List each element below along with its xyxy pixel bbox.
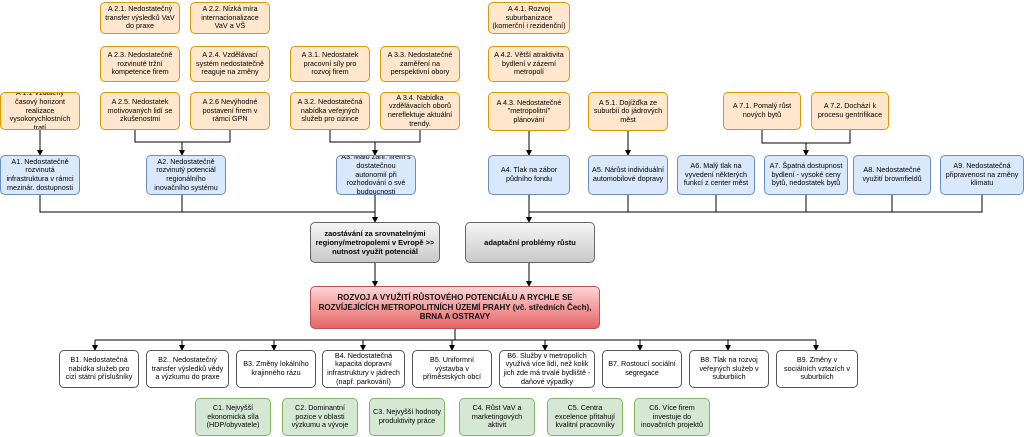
a24-box: A 2.4. Vzdělávací systém nedostatečně re… — [190, 46, 270, 82]
a72-text: A 7.2. Dochází k procesu gentrifikace — [817, 101, 883, 119]
b9-text: B9. Změny v sociálních vztazích v suburb… — [784, 355, 850, 382]
a3-box: A3. Málo zahr. firem s dostatečnou auton… — [336, 155, 416, 195]
c3-text: C3. Nejvyšší hodnoty produktivity práce — [373, 407, 441, 425]
a26-text: A 2.6 Nevýhodné postavení firem v rámci … — [202, 97, 258, 124]
a6-text: A6. Malý tlak na vyvedení některých funk… — [683, 161, 749, 188]
a11-box: A 1.1 Vzdálený časový horizont realizace… — [0, 92, 80, 130]
a43-box: A 4.3. Nedostatečné "metropolitní" pláno… — [488, 92, 570, 131]
a51-box: A 5.1. Dojížďka ze suburbií do jádrových… — [588, 92, 668, 131]
a71-box: A 7.1. Pomalý růst nových bytů — [723, 92, 801, 130]
c6-text: C6. Více firem investuje do inovačních p… — [641, 403, 703, 430]
line-a32-a34 — [329, 130, 421, 143]
a71-text: A 7.1. Pomalý růst nových bytů — [732, 101, 792, 119]
a21-text: A 2.1. Nedostatečný transfer výsledků Va… — [105, 4, 175, 31]
b2-text: B2.. Nedostatečný transfer výsledků vědy… — [151, 355, 224, 382]
a1-text: A1. Nedostatečně rozvinutá infrastruktur… — [6, 156, 74, 192]
c6-box: C6. Více firem investuje do inovačních p… — [634, 398, 710, 436]
b7-text: B7. Rostoucí sociální segregace — [608, 359, 676, 377]
b3-text: B3. Změny lokálního krajinného rázu — [243, 359, 309, 377]
b8-box: B8. Tlak na rozvoj veřejných služeb v su… — [689, 350, 769, 388]
a25-text: A 2.5. Nedostatek motivovaných lidí se z… — [107, 97, 173, 124]
b3-box: B3. Změny lokálního krajinného rázu — [236, 350, 316, 388]
a5-box: A5. Nárůst individuální automobilové dop… — [588, 155, 668, 195]
a34-box: A 3.4. Nabídka vzdělávacích oborů nerefl… — [380, 92, 460, 130]
c1-text: C1. Nejvyšší ekonomická síla (HDP/obyvat… — [206, 403, 260, 430]
a41-text: A 4.1. Rozvoj suburbanizace (komerční i … — [492, 4, 566, 31]
b5-text: B5. Uniformní výstavba v příměstských ob… — [423, 355, 481, 382]
line-a25-a26 — [134, 130, 231, 143]
a34-text: A 3.4. Nabídka vzdělávacích oborů nerefl… — [387, 92, 453, 128]
a4-text: A4. Tlak na zábor půdního fondu — [500, 165, 558, 183]
central-text: ROZVOJ A VYUŽITÍ RŮSTOVÉHO POTENCIÁLU A … — [318, 293, 592, 322]
a33-box: A 3.3. Nedostatečné zaměření na perspekt… — [380, 46, 460, 82]
c2-box: C2. Dominantní pozice v oblasti výzkumu … — [282, 398, 358, 436]
a1-box: A1. Nedostatečně rozvinutá infrastruktur… — [0, 155, 80, 195]
a43-text: A 4.3. Nedostatečné "metropolitní" pláno… — [496, 97, 562, 124]
a23-text: A 2.3. Nedostatečně rozvinuté tržní komp… — [107, 50, 173, 77]
a2-box: A2. Nedostatečně rozvinutý potenciál reg… — [146, 155, 226, 195]
a26-box: A 2.6 Nevýhodné postavení firem v rámci … — [190, 92, 270, 130]
b8-text: B8. Tlak na rozvoj veřejných služeb v su… — [699, 355, 759, 382]
c5-box: C5. Centra excelence přitahují kvalitní … — [547, 398, 623, 436]
a6-box: A6. Malý tlak na vyvedení některých funk… — [677, 155, 755, 195]
gray-left-text: zaostávání za srovnatelnými regiony/metr… — [315, 229, 435, 256]
a11-text: A 1.1 Vzdálený časový horizont realizace… — [9, 92, 71, 130]
c4-text: C4. Růst VaV a marketingových aktivit — [471, 403, 523, 430]
a9-text: A9. Nedostatečná připravenost na změny k… — [945, 161, 1019, 188]
b4-box: B4. Nedostatečná kapacita dopravní infra… — [322, 350, 405, 388]
gray-box-left: zaostávání za srovnatelnými regiony/metr… — [310, 222, 440, 263]
a8-text: A8. Nedostatečné využití brownfieldů — [862, 165, 922, 183]
a22-box: A 2.2. Nízká míra internacionalizace VaV… — [190, 2, 270, 34]
a31-text: A 3.1. Nedostatek pracovní síly pro rozv… — [301, 50, 359, 77]
a33-text: A 3.3. Nedostatečné zaměření na perspekt… — [387, 50, 453, 77]
b1-box: B1. Nedostatečná nabídka služeb pro cizí… — [59, 350, 139, 388]
gray-box-right: adaptační problémy růstu — [465, 222, 595, 263]
b6-text: B6. Služby v metropolích využívá více li… — [503, 350, 591, 386]
a22-text: A 2.2. Nízká míra internacionalizace VaV… — [201, 4, 259, 31]
a2-text: A2. Nedostatečně rozvinutý potenciál reg… — [154, 156, 218, 192]
a41-box: A 4.1. Rozvoj suburbanizace (komerční i … — [488, 2, 570, 34]
a25-box: A 2.5. Nedostatek motivovaných lidí se z… — [100, 92, 180, 130]
a21-box: A 2.1. Nedostatečný transfer výsledků Va… — [100, 2, 180, 34]
b4-text: B4. Nedostatečná kapacita dopravní infra… — [327, 350, 400, 386]
a42-box: A 4.2. Větší atraktivita bydlení v zázem… — [488, 46, 570, 82]
b6-box: B6. Služby v metropolích využívá více li… — [499, 350, 595, 388]
b5-box: B5. Uniformní výstavba v příměstských ob… — [412, 350, 492, 388]
c1-box: C1. Nejvyšší ekonomická síla (HDP/obyvat… — [195, 398, 271, 436]
line-a71-a72 — [761, 130, 851, 144]
c2-text: C2. Dominantní pozice v oblasti výzkumu … — [291, 403, 349, 430]
a51-text: A 5.1. Dojížďka ze suburbií do jádrových… — [593, 97, 663, 124]
a4-box: A4. Tlak na zábor půdního fondu — [488, 155, 570, 195]
gray-right-text: adaptační problémy růstu — [484, 238, 576, 247]
c5-text: C5. Centra excelence přitahují kvalitní … — [555, 403, 615, 430]
a5-text: A5. Nárůst individuální automobilové dop… — [592, 165, 664, 183]
a32-text: A 3.2. Nedostatečná nabídka veřejných sl… — [297, 97, 363, 124]
c3-box: C3. Nejvyšší hodnoty produktivity práce — [369, 398, 445, 436]
a32-box: A 3.2. Nedostatečná nabídka veřejných sl… — [290, 92, 370, 130]
line-a-left-group — [39, 195, 376, 213]
line-a-right-group — [528, 195, 983, 213]
a8-box: A8. Nedostatečné využití brownfieldů — [853, 155, 931, 195]
a72-box: A 7.2. Dochází k procesu gentrifikace — [811, 92, 889, 130]
a7-text: A7. Špatná dostupnost bydlení - vysoké c… — [769, 161, 843, 188]
a31-box: A 3.1. Nedostatek pracovní síly pro rozv… — [290, 46, 370, 82]
b2-box: B2.. Nedostatečný transfer výsledků vědy… — [146, 350, 229, 388]
b7-box: B7. Rostoucí sociální segregace — [602, 350, 682, 388]
a24-text: A 2.4. Vzdělávací systém nedostatečně re… — [196, 50, 264, 77]
b9-box: B9. Změny v sociálních vztazích v suburb… — [776, 350, 858, 388]
a42-text: A 4.2. Větší atraktivita bydlení v zázem… — [494, 50, 564, 77]
a7-box: A7. Špatná dostupnost bydlení - vysoké c… — [764, 155, 848, 195]
b1-text: B1. Nedostatečná nabídka služeb pro cizí… — [65, 355, 133, 382]
c4-box: C4. Růst VaV a marketingových aktivit — [459, 398, 535, 436]
central-box: ROZVOJ A VYUŽITÍ RŮSTOVÉHO POTENCIÁLU A … — [310, 286, 600, 329]
a9-box: A9. Nedostatečná připravenost na změny k… — [940, 155, 1024, 195]
a23-box: A 2.3. Nedostatečně rozvinuté tržní komp… — [100, 46, 180, 82]
a3-text: A3. Málo zahr. firem s dostatečnou auton… — [341, 155, 411, 195]
